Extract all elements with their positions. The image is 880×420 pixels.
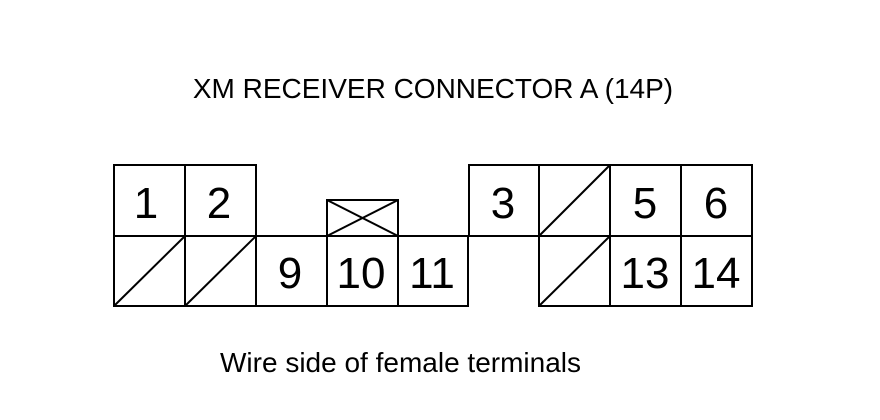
pin-10-label: 10 [337,249,386,298]
connector-title: XM RECEIVER CONNECTOR A (14P) [192,73,674,104]
pin-3-label: 3 [491,179,515,228]
pin-14-label: 14 [692,249,741,298]
pin-2-label: 2 [207,179,231,228]
pin-6-label: 6 [704,179,728,228]
empty-cavity-4-slash [538,164,611,237]
lock-tab-cross-b [326,199,399,237]
pin-1-label: 1 [134,179,158,228]
pin-5-label: 5 [633,179,657,228]
pin-9-label: 9 [278,249,302,298]
pin-13-label: 13 [621,249,670,298]
empty-cavity-8-slash [184,235,257,307]
wire-side-caption: Wire side of female terminals [220,347,582,378]
empty-cavity-12-slash [538,235,611,307]
empty-cavity-7-slash [113,235,186,307]
lock-tab [326,199,399,237]
pin-11-label: 11 [409,249,455,298]
